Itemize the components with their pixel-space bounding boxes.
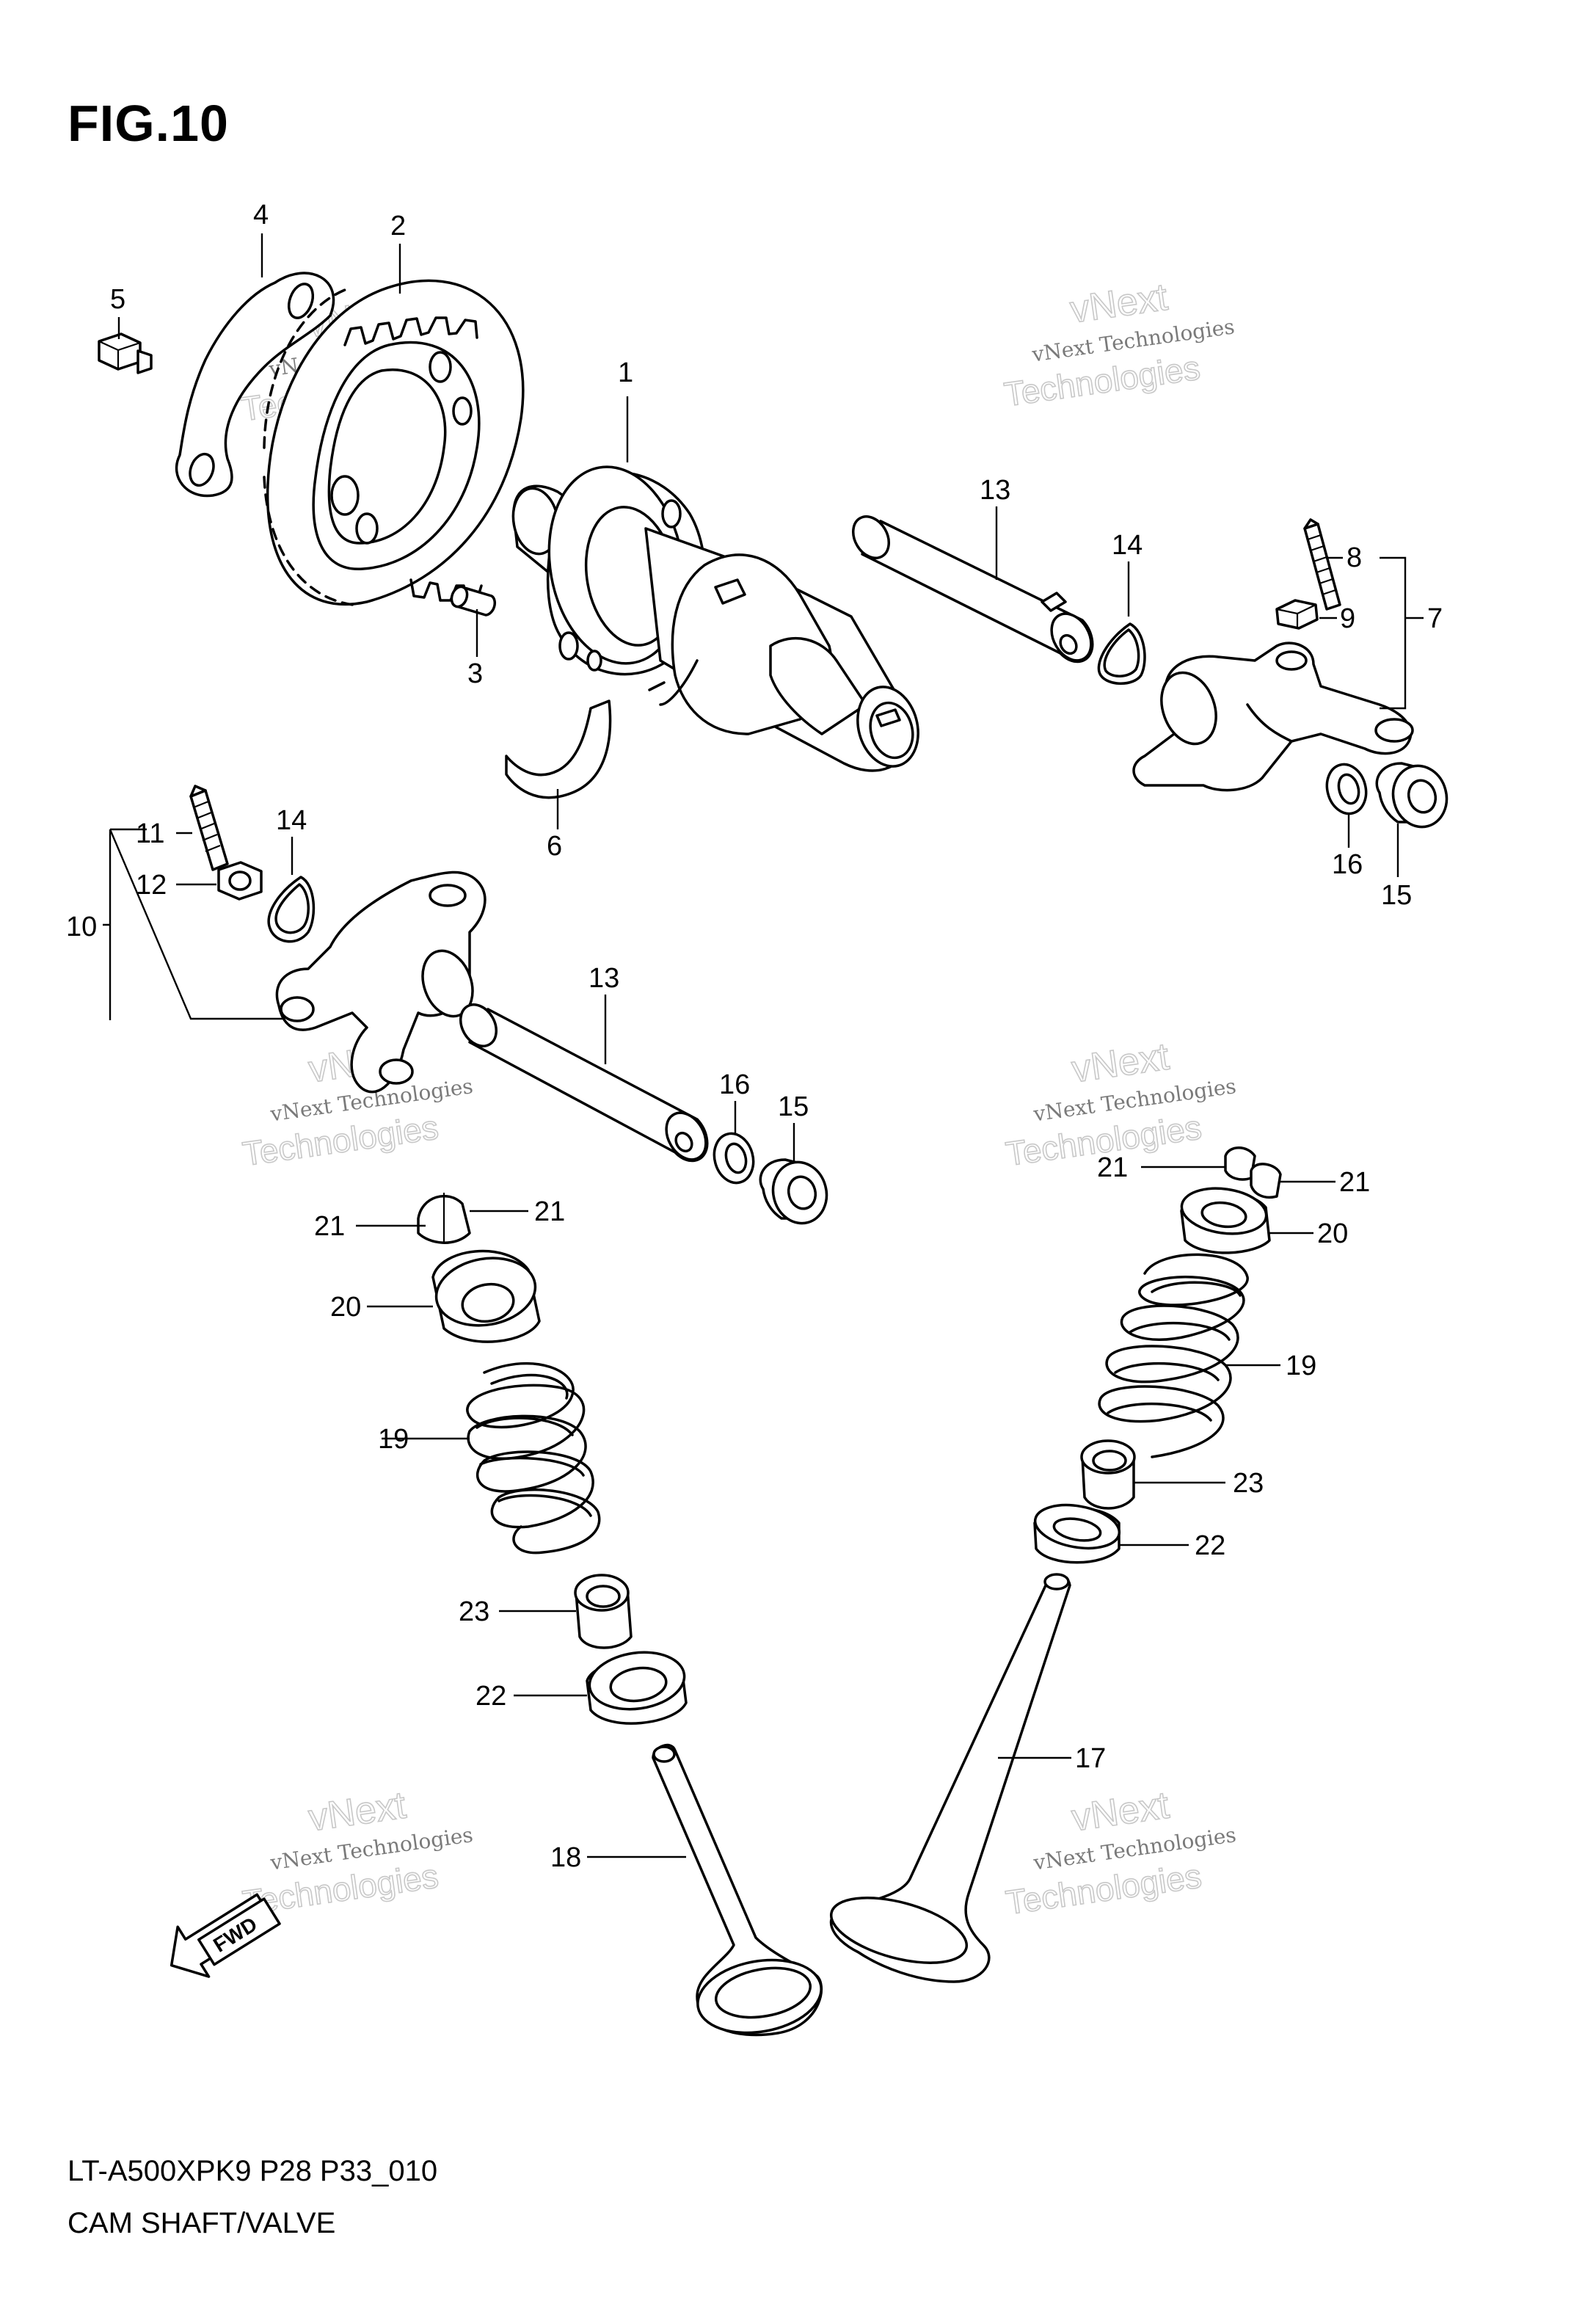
callout-17: 17 — [1075, 1743, 1106, 1774]
watermark-text: vNext — [1068, 276, 1170, 332]
callout-16-upper: 16 — [1332, 849, 1363, 880]
callout-11: 11 — [136, 818, 164, 849]
watermark-bottom-left: vNext vNext Technologies Technologies — [240, 1784, 475, 1922]
part-8-adjuster-screw — [1303, 518, 1341, 611]
part-2-cam-sprocket — [263, 279, 525, 607]
callout-4: 4 — [253, 200, 269, 230]
part-21-cotter-right — [1224, 1146, 1282, 1199]
callout-10: 10 — [66, 912, 97, 942]
part-14-spring-lower — [267, 876, 316, 943]
part-1-camshaft — [511, 465, 919, 772]
leader-line-7 — [1380, 556, 1424, 710]
part-19-valve-spring-right — [1098, 1253, 1249, 1458]
callout-16-lower: 16 — [719, 1069, 750, 1100]
callout-2: 2 — [390, 211, 406, 241]
figure-title: FIG.10 — [68, 95, 229, 152]
callout-14-upper: 14 — [1112, 530, 1143, 561]
callout-21-right-b: 21 — [1339, 1167, 1370, 1198]
callout-13-lower: 13 — [589, 963, 619, 994]
part-23-oil-seal-right — [1080, 1439, 1136, 1510]
callout-14-lower: 14 — [276, 805, 307, 836]
callout-19-right: 19 — [1286, 1351, 1316, 1381]
callout-15-lower: 15 — [778, 1091, 809, 1122]
part-6-camshaft-stopper — [505, 699, 612, 799]
watermark-text: Technologies — [1003, 1856, 1203, 1922]
part-7-rocker-arm-exhaust — [1132, 641, 1414, 792]
callout-6: 6 — [547, 831, 562, 862]
callout-22-right: 22 — [1195, 1530, 1225, 1561]
callout-21-right-a: 21 — [1097, 1152, 1128, 1183]
callout-3: 3 — [467, 658, 483, 689]
watermark-text: Technologies — [1002, 348, 1202, 413]
part-4-retainer-plate — [175, 272, 335, 498]
watermark-top-right: vNext vNext Technologies Technologies — [1002, 275, 1236, 414]
callout-21-left-a: 21 — [314, 1211, 345, 1242]
fwd-arrow-icon: FWD — [170, 1893, 281, 1978]
callout-20-left: 20 — [330, 1292, 361, 1323]
callout-12: 12 — [136, 870, 167, 901]
model-code: LT-A500XPK9 P28 P33_010 — [68, 2155, 438, 2187]
callout-13-upper: 13 — [980, 475, 1010, 506]
callout-23-left: 23 — [459, 1596, 489, 1627]
watermark-bottom-right: vNext vNext Technologies Technologies — [1003, 1784, 1238, 1922]
callout-23-right: 23 — [1233, 1468, 1264, 1499]
part-20-spring-retainer-left — [431, 1249, 541, 1343]
callout-15-upper: 15 — [1381, 880, 1412, 911]
part-21-cotter-left — [417, 1193, 471, 1244]
watermark-text: vNext — [306, 1784, 409, 1840]
part-9-nut — [1275, 599, 1319, 630]
callout-7: 7 — [1427, 603, 1443, 634]
watermark-text: vNext — [1069, 1784, 1172, 1840]
part-22-spring-seat-right — [1033, 1503, 1121, 1564]
part-3-dowel-pin — [450, 585, 496, 617]
part-11-adjuster-screw — [189, 785, 229, 871]
callout-8: 8 — [1347, 542, 1362, 573]
part-17-exhaust-valve — [829, 1573, 1071, 1983]
callout-18: 18 — [550, 1842, 581, 1873]
part-10-rocker-arm-intake — [275, 870, 487, 1094]
callout-1: 1 — [618, 357, 633, 388]
callout-22-left: 22 — [475, 1681, 506, 1712]
part-13-rocker-shaft-upper — [852, 515, 1094, 664]
callout-20-right: 20 — [1317, 1218, 1348, 1249]
part-23-oil-seal-left — [574, 1574, 633, 1649]
part-15-plug-upper — [1375, 762, 1449, 829]
part-16-gasket-lower — [713, 1132, 755, 1185]
callout-9: 9 — [1340, 603, 1355, 634]
part-18-intake-valve — [652, 1743, 823, 2037]
part-16-gasket-upper — [1325, 763, 1368, 815]
figure-name: CAM SHAFT/VALVE — [68, 2207, 336, 2239]
part-20-spring-retainer-right — [1180, 1187, 1271, 1254]
watermark-text: Technologies — [240, 1108, 440, 1173]
part-15-plug-lower — [759, 1158, 828, 1225]
part-13-rocker-shaft-lower — [459, 1003, 709, 1163]
part-22-spring-seat-left — [586, 1651, 688, 1725]
watermark-text: vNext — [1069, 1036, 1172, 1091]
part-14-spring-upper — [1097, 622, 1146, 685]
part-12-nut — [217, 861, 263, 901]
part-19-valve-spring-left — [466, 1362, 601, 1555]
callout-5: 5 — [110, 284, 125, 315]
leader-line-10 — [103, 828, 283, 1020]
callout-21-left-b: 21 — [534, 1196, 565, 1227]
callout-19-left: 19 — [378, 1424, 409, 1455]
watermark-mid-right: vNext vNext Technologies Technologies — [1003, 1035, 1238, 1174]
part-5-bolt — [98, 332, 153, 374]
